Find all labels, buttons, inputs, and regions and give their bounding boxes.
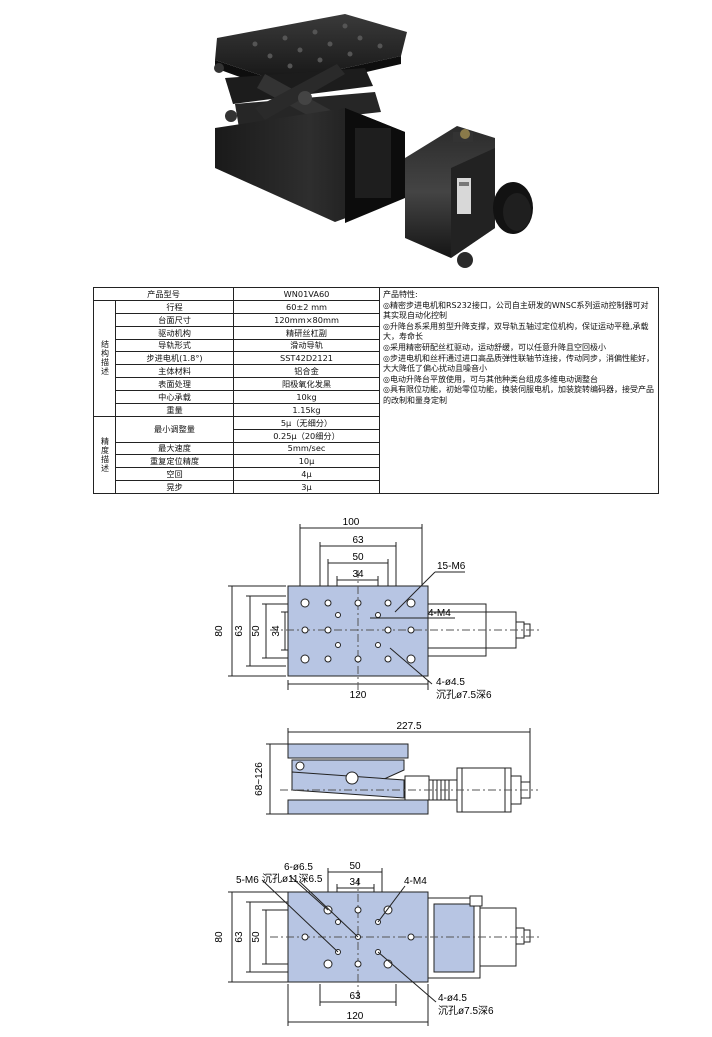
spec-value: 5μ（无细分） (233, 415, 381, 430)
spec-value: 60±2 mm (233, 299, 381, 314)
spec-label: 最大速度 (114, 441, 235, 456)
dim-text: 100 (343, 517, 360, 528)
feature-item: ◎具有限位功能，初始零位功能，换装伺服电机，加装旋转编码器，接受产品的改制和量身… (383, 385, 654, 405)
feature-item: ◎升降台系采用剪型升降支撑，双导轨五轴过定位机构，保证运动平稳,承载大，寿命长 (383, 321, 649, 342)
dim-text: 80 (214, 931, 225, 943)
table-row: 结构描述 行程 60±2 mm (93, 299, 659, 417)
callout-text: 6-ø6.5 (284, 862, 313, 873)
dim-text: 50 (349, 861, 361, 872)
feature-item: ◎精密步进电机和RS232接口，公司自主研发的WNSC系列运动控制器可对其实现自… (383, 300, 649, 321)
callout-text: 4-ø4.5 (436, 677, 465, 688)
spec-value: 10μ (233, 454, 381, 469)
spec-label: 步进电机(1.8°) (114, 351, 235, 366)
spec-label: 导轨形式 (114, 338, 235, 353)
callout-text: 沉孔ø11深6.5 (262, 872, 323, 885)
top-view-drawing: 100 63 50 34 120 80 63 50 34 15-M6 4-M4 … (214, 517, 540, 701)
spec-value: 5mm/sec (233, 441, 381, 456)
callout-text: 15-M6 (437, 561, 466, 572)
dim-text: 120 (347, 1011, 364, 1022)
dim-text: 50 (251, 931, 262, 943)
callout-text: 沉孔ø7.5深6 (436, 688, 492, 701)
callout-text: 4-ø4.5 (438, 993, 467, 1004)
group-label: 结构描述 (93, 299, 116, 417)
spec-label: 表面处理 (114, 377, 235, 391)
spec-label: 晃步 (114, 480, 235, 494)
spec-label: 主体材料 (114, 364, 235, 379)
spec-label: 驱动机构 (114, 325, 235, 340)
dim-text: 34 (352, 569, 364, 580)
callout-text: 4-M4 (404, 876, 427, 887)
dim-text: 80 (214, 625, 225, 637)
spec-value: 滑动导轨 (233, 338, 381, 353)
table-row: 产品型号 WN01VA60 产品特性: ◎精密步进电机和RS232接口，公司自主… (92, 287, 659, 494)
spec-label: 行程 (114, 299, 235, 314)
spec-value: 1.15kg (233, 402, 381, 417)
callout-text: 沉孔ø7.5深6 (438, 1004, 494, 1017)
spec-label: 最小调整量 (114, 415, 235, 443)
model-value: WN01VA60 (233, 287, 381, 301)
spec-label: 台面尺寸 (114, 312, 235, 327)
spec-label: 空回 (114, 467, 235, 482)
spec-value: 0.25μ（20细分） (233, 428, 381, 443)
dim-text: 63 (349, 991, 361, 1002)
spec-label: 重量 (114, 402, 235, 417)
spec-table: 产品型号 WN01VA60 产品特性: ◎精密步进电机和RS232接口，公司自主… (92, 287, 659, 495)
model-label: 产品型号 (92, 287, 235, 301)
table-row: 驱动机构精研丝杠副 (94, 325, 659, 340)
spec-value: 精研丝杠副 (233, 325, 381, 340)
feature-item: ◎采用精密研配丝杠驱动，运动舒缓，可以任意升降且空回极小 (383, 342, 606, 352)
dim-text: 34 (349, 877, 361, 888)
spec-value: 4μ (233, 467, 381, 482)
dim-text: 63 (234, 931, 245, 943)
callout-text: 4-M4 (428, 608, 451, 619)
spec-value: 铝合金 (233, 364, 381, 379)
feature-item: ◎步进电机和丝杆通过进口高品质弹性联轴节连接，传动同步，消偏性能好，大大降低了偏… (383, 353, 654, 374)
feature-list: 产品特性: ◎精密步进电机和RS232接口，公司自主研发的WNSC系列运动控制器… (379, 287, 659, 494)
dim-text: 63 (234, 625, 245, 637)
dim-text: 50 (352, 552, 364, 563)
spec-value: 3μ (233, 480, 381, 494)
dim-text: 120 (350, 690, 367, 701)
dim-text: 34 (271, 625, 282, 637)
spec-label: 中心承载 (114, 390, 235, 404)
callout-text: 5-M6 (236, 875, 259, 886)
dim-text: 68~126 (254, 762, 265, 796)
side-view-drawing: 227.5 68~126 (254, 721, 538, 815)
spec-value: 阳极氧化发黑 (233, 377, 381, 391)
spec-value: 10kg (233, 390, 381, 404)
spec-label: 重复定位精度 (114, 454, 235, 469)
spec-value: SST42D2121 (233, 351, 381, 366)
spec-value: 120mm×80mm (233, 312, 381, 327)
feature-item: ◎电动升降台平放使用，可与其他种类台组成多维电动调整台 (383, 374, 598, 384)
product-photo (214, 14, 533, 268)
dim-text: 227.5 (396, 721, 421, 732)
dim-text: 50 (251, 625, 262, 637)
feature-title: 产品特性: (383, 290, 418, 299)
bottom-view-drawing: 50 34 63 120 80 63 50 5-M6 6-ø6.5 沉孔ø11深… (214, 861, 540, 1026)
dim-text: 63 (352, 535, 364, 546)
group-label: 精度描述 (93, 415, 116, 495)
